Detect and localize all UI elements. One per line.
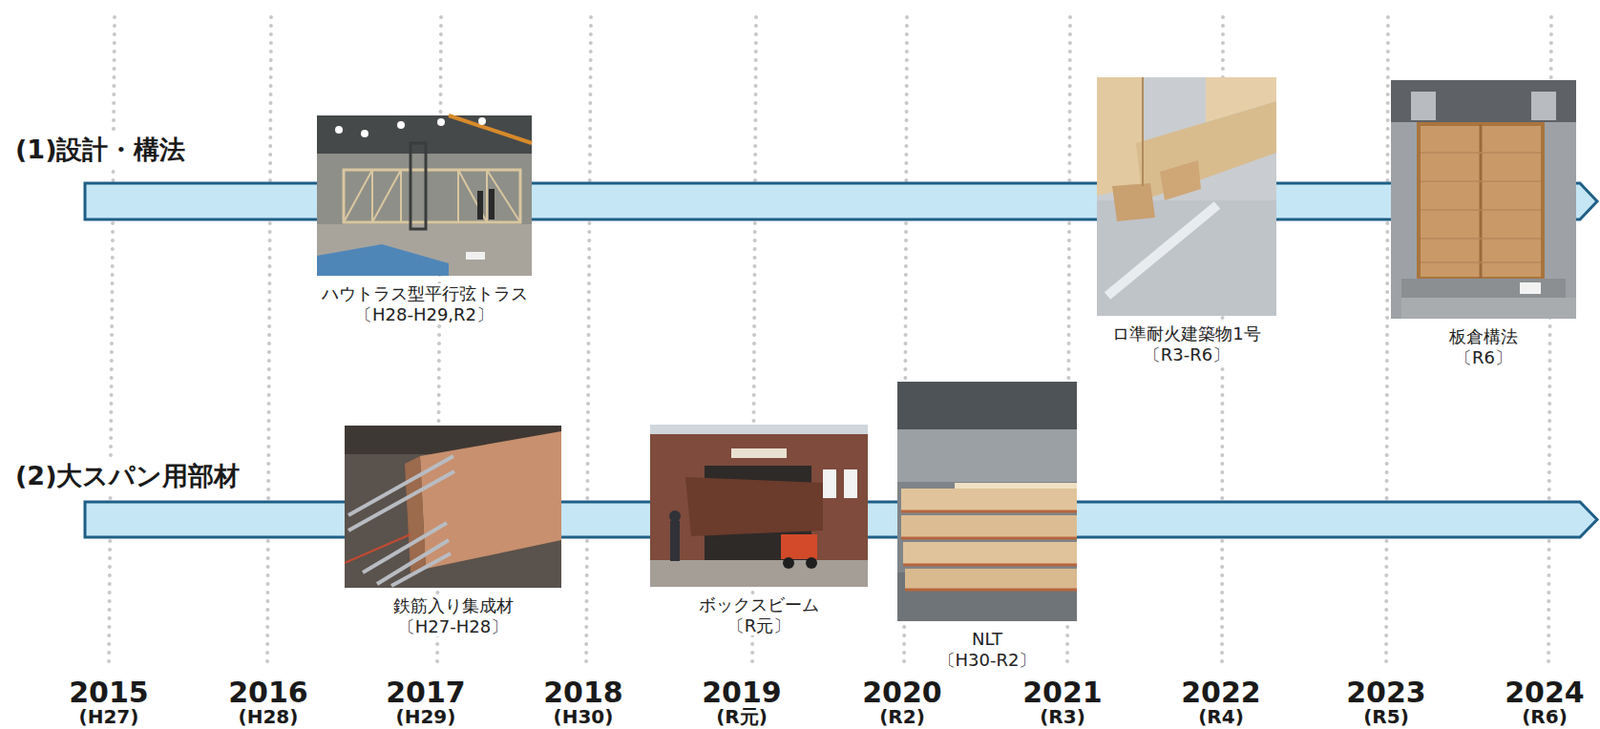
photo-panel: 鉄筋入り集成材〔H27-H28〕 — [344, 425, 562, 641]
year-label: 2022 — [1180, 676, 1262, 709]
photo-panel: ロ準耐火建築物1号〔R3-R6〕 — [1096, 77, 1277, 369]
photo-itakura-wall — [1390, 80, 1577, 319]
era-label: (R3) — [1039, 706, 1086, 728]
era-label: (R6) — [1521, 706, 1568, 728]
timeline-band — [84, 183, 1598, 220]
period-label: 〔H27-H28〕 — [395, 616, 511, 638]
photo-rebar-glulam — [344, 425, 562, 589]
row-heading: (2)大スパン用部材 — [12, 461, 243, 492]
era-label: (R5) — [1363, 706, 1410, 728]
photo-fireproof-joint — [1096, 77, 1277, 316]
timeline-row: (2)大スパン用部材 — [0, 459, 1600, 538]
photo-nlt — [897, 381, 1077, 622]
year-label: 2021 — [1022, 676, 1103, 709]
photo-caption: 板倉構法 — [1446, 326, 1521, 348]
photo-caption: ロ準耐火建築物1号 — [1109, 323, 1264, 345]
year-label: 2018 — [543, 676, 624, 709]
year-label: 2019 — [701, 676, 782, 709]
era-label: (H28) — [238, 706, 299, 728]
photo-caption: ボックスビーム — [695, 594, 822, 616]
era-label: (R2) — [879, 706, 926, 728]
year-label: 2017 — [385, 676, 466, 709]
year-label: 2023 — [1346, 676, 1427, 709]
period-label: 〔R元〕 — [724, 615, 795, 637]
era-label: (H29) — [396, 706, 457, 728]
timeline-row: (1)設計・構法 — [0, 131, 1600, 222]
row-heading: (1)設計・構法 — [12, 134, 189, 166]
photo-caption: 鉄筋入り集成材 — [390, 595, 517, 617]
photo-panel: ボックスビーム〔R元〕 — [650, 424, 868, 640]
era-label: (H27) — [79, 706, 140, 728]
year-label: 2016 — [228, 676, 309, 709]
photo-panel: ハウトラス型平行弦トラス〔H28-H29,R2〕 — [315, 115, 535, 329]
year-label: 2024 — [1504, 676, 1585, 709]
era-label: (R4) — [1198, 706, 1244, 728]
photo-truss — [316, 115, 532, 276]
period-label: 〔H28-H29,R2〕 — [352, 304, 497, 326]
era-label: (H30) — [553, 706, 614, 728]
period-label: 〔R3-R6〕 — [1140, 344, 1233, 366]
photo-caption: ハウトラス型平行弦トラス — [318, 283, 531, 305]
year-gridlines — [108, 17, 1552, 669]
photo-panel: NLT〔H30-R2〕 — [897, 381, 1077, 674]
period-label: 〔H30-R2〕 — [935, 650, 1040, 672]
photo-caption: NLT — [968, 629, 1006, 651]
period-label: 〔R6〕 — [1452, 347, 1516, 369]
photo-box-beam — [650, 424, 868, 588]
year-label: 2020 — [862, 676, 943, 709]
year-label: 2015 — [68, 676, 149, 709]
photo-panel: 板倉構法〔R6〕 — [1390, 80, 1577, 372]
era-label: (R元) — [715, 706, 768, 728]
